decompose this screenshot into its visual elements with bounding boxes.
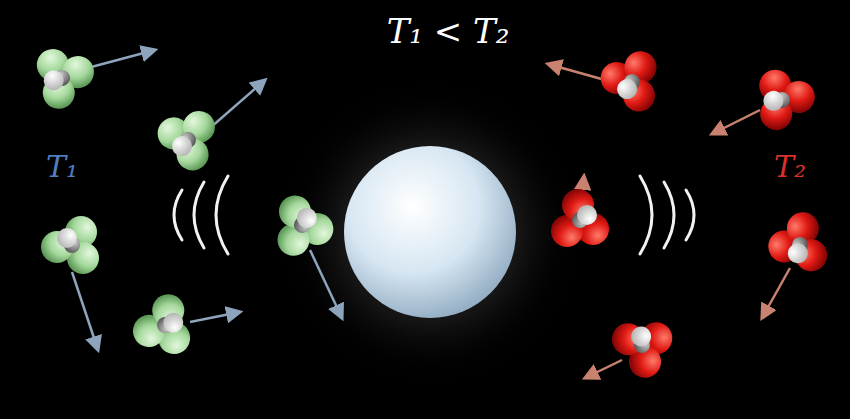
temperature-comparison: T₁ < T₂: [387, 14, 510, 48]
wave-arcs-left: [174, 176, 228, 254]
cold-molecules: [24, 43, 338, 361]
cold-temperature-label: T₁: [46, 152, 78, 182]
hot-temperature-label: T₂: [774, 152, 806, 182]
wave-arcs-right: [640, 176, 694, 254]
central-sphere: [344, 146, 516, 318]
velocity-arrows-cold: [72, 50, 342, 350]
hot-molecules: [551, 47, 842, 384]
